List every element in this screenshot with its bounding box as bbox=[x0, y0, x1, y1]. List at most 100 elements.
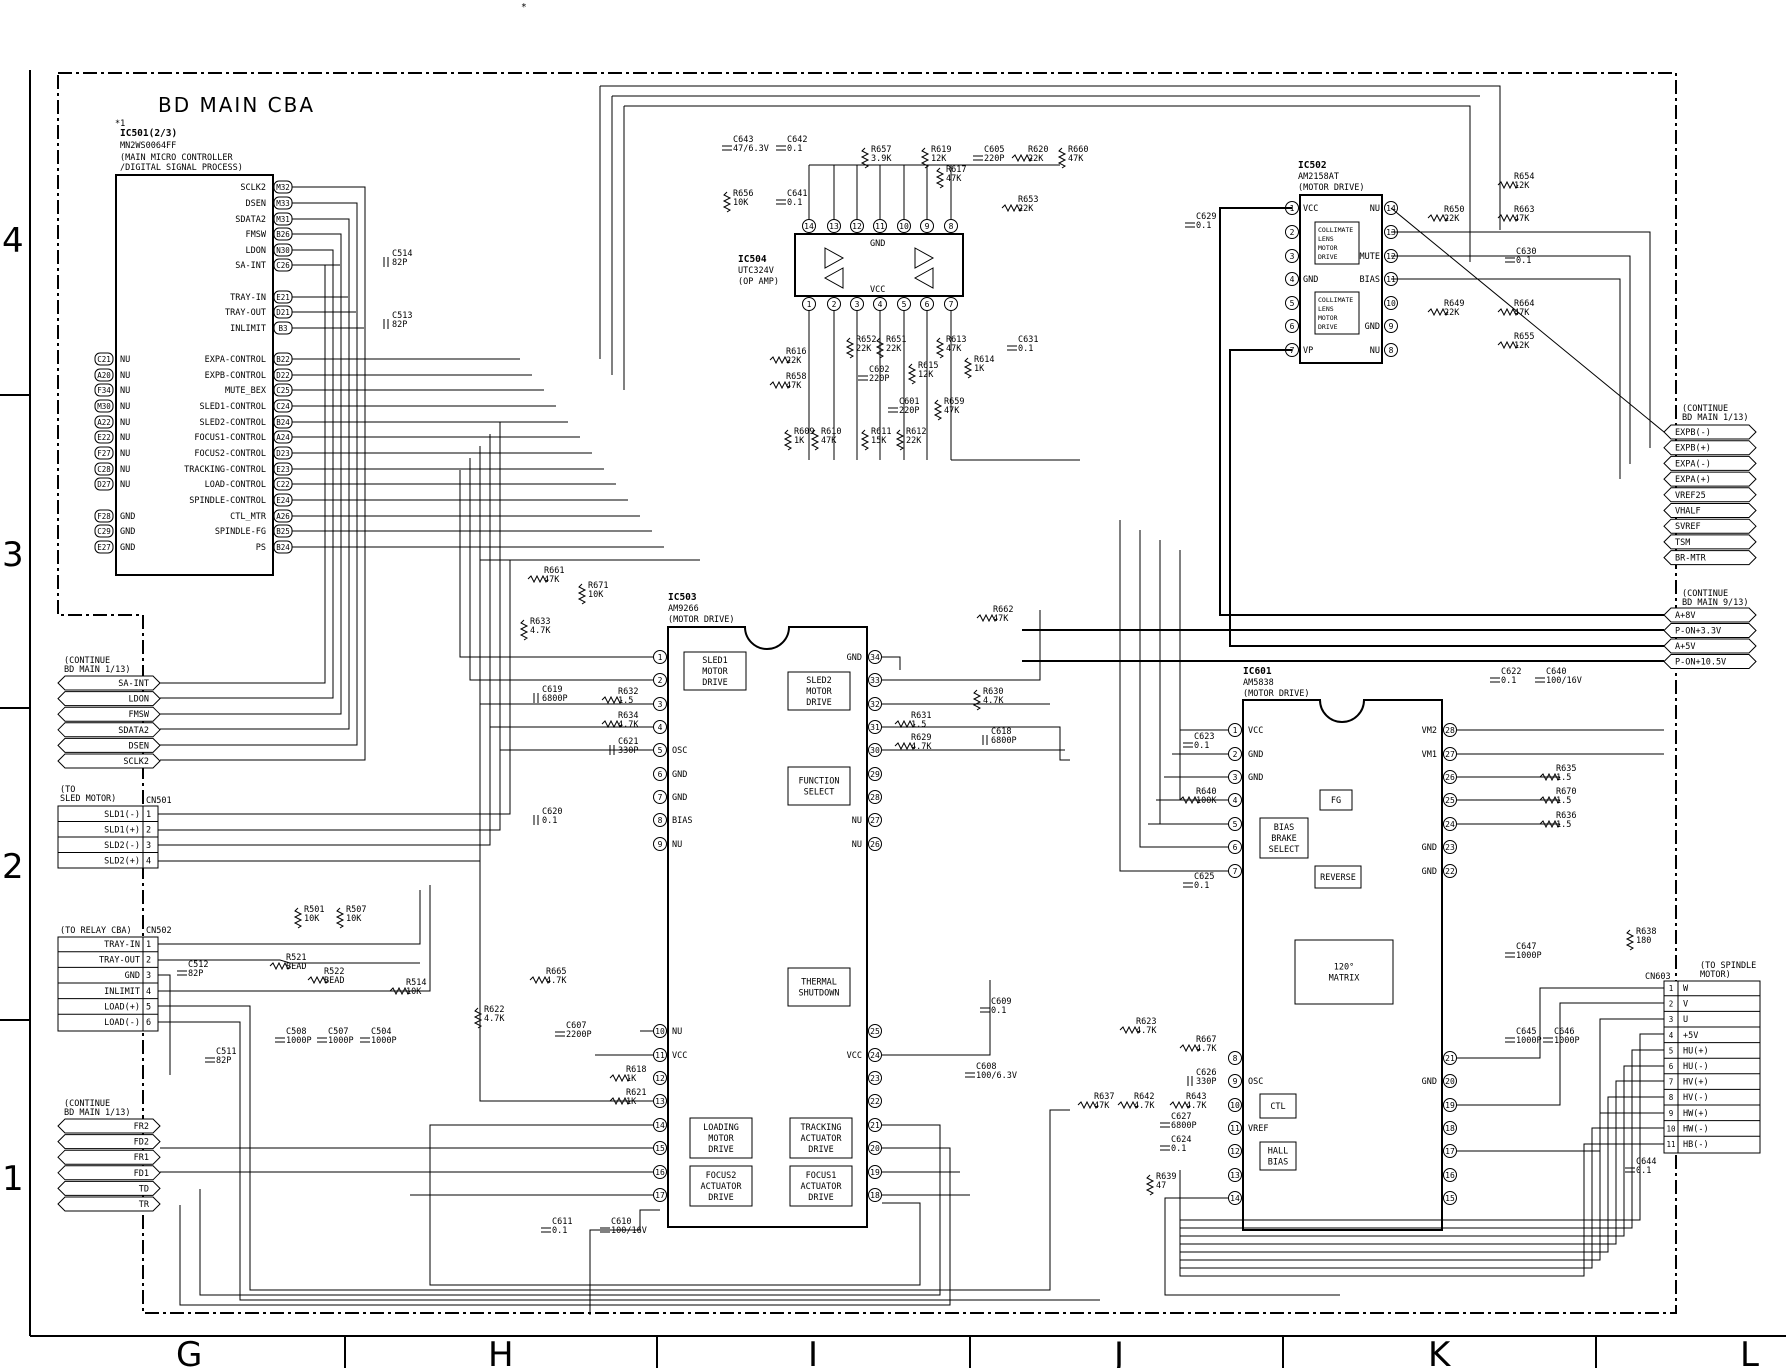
ic501-body bbox=[115, 174, 274, 576]
component-value: 47K bbox=[1514, 214, 1530, 224]
component-value: 47/6.3V bbox=[733, 144, 769, 154]
svg-text:HALL: HALL bbox=[1268, 1147, 1288, 1157]
component-value: 12K bbox=[1514, 181, 1530, 191]
ic601-pin-23 bbox=[1443, 840, 1457, 854]
component-value: 10K bbox=[304, 914, 320, 924]
ic601-pin-11-num: 11 bbox=[1230, 1124, 1240, 1133]
signal-fr1-label: FR1 bbox=[134, 1153, 149, 1163]
continue-title: (CONTINUE bbox=[64, 656, 110, 666]
component-ref: C640 bbox=[1546, 667, 1566, 677]
signal-fd1-label: FD1 bbox=[134, 1169, 149, 1179]
cn603-pin: 10 bbox=[1666, 1124, 1676, 1133]
component-ref: C609 bbox=[991, 997, 1011, 1007]
ic504-pin-6-num: 6 bbox=[925, 300, 930, 309]
cn603-signal: HV(+) bbox=[1683, 1078, 1709, 1088]
col-label-j: J bbox=[1112, 1335, 1124, 1368]
component-value: 22K bbox=[1028, 154, 1044, 164]
ic601-pin-25 bbox=[1443, 793, 1457, 807]
signal-br-mtr-label: BR-MTR bbox=[1675, 554, 1707, 564]
ic501-pin-sdata2: SDATA2 bbox=[235, 215, 266, 225]
ic503-pin-name: NU bbox=[852, 840, 862, 850]
component-value: 3.9K bbox=[871, 154, 892, 164]
ic601-pin-25-num: 25 bbox=[1445, 796, 1455, 805]
component-ref: C626 bbox=[1196, 1068, 1216, 1078]
ic501-gnd-pin-c29-num: C29 bbox=[97, 527, 111, 536]
ic503-pin-28 bbox=[868, 790, 882, 804]
ic503-pin-4 bbox=[653, 720, 667, 734]
col-ticks bbox=[344, 1336, 1597, 1368]
row-label-2: 2 bbox=[2, 847, 24, 887]
ic601-pin-24-num: 24 bbox=[1445, 820, 1455, 829]
signal-fd1 bbox=[57, 1165, 161, 1181]
component-value: 47K bbox=[946, 174, 962, 184]
ic501-left-pin-name: NU bbox=[120, 386, 130, 396]
component-ref: R629 bbox=[911, 733, 931, 743]
ic501-gnd-pin-e27-num: E27 bbox=[97, 543, 111, 552]
ic502-pin-5-num: 5 bbox=[1290, 299, 1295, 308]
component-ref: C627 bbox=[1171, 1112, 1191, 1122]
signal-p-on+3.3v bbox=[1663, 623, 1757, 638]
component-value: 0.1 bbox=[1636, 1166, 1651, 1176]
component-ref: C625 bbox=[1194, 872, 1214, 882]
svg-text:SLED2: SLED2 bbox=[806, 676, 832, 686]
board-title: BD MAIN CBA bbox=[158, 93, 315, 117]
svg-text:MOTOR: MOTOR bbox=[1318, 244, 1338, 252]
ic601-pin-name: VM1 bbox=[1422, 750, 1437, 760]
component-ref: C611 bbox=[552, 1217, 572, 1227]
ic503-pin-19-num: 19 bbox=[870, 1168, 880, 1177]
signal-sclk2 bbox=[57, 753, 161, 769]
component-ref: C507 bbox=[328, 1027, 348, 1037]
ic504-body bbox=[794, 233, 964, 297]
ic503-pin-4-num: 4 bbox=[658, 723, 663, 732]
ic502-collimate-block-2: COLLIMATE LENS MOTOR DRIVE bbox=[1314, 291, 1360, 335]
component-ref: C647 bbox=[1516, 942, 1536, 952]
ic502-pin-6 bbox=[1285, 319, 1299, 333]
svg-text:FOCUS2: FOCUS2 bbox=[706, 1171, 737, 1181]
cn603-signal: HU(+) bbox=[1683, 1046, 1709, 1056]
ic601-pin-26-num: 26 bbox=[1445, 773, 1455, 782]
component-ref: R649 bbox=[1444, 299, 1464, 309]
ic601-pin-name: GND bbox=[1422, 867, 1437, 877]
relay-title: (TO RELAY CBA) bbox=[60, 926, 132, 936]
component-ref: C631 bbox=[1018, 335, 1038, 345]
component-value: 82P bbox=[216, 1056, 231, 1066]
component-ref: C602 bbox=[869, 365, 889, 375]
component-ref: R619 bbox=[931, 145, 951, 155]
cn603-signal: V bbox=[1683, 1000, 1688, 1010]
ic601-block-ctl: CTL bbox=[1259, 1093, 1297, 1119]
ic503-pin-18 bbox=[868, 1188, 882, 1202]
component-value: 15K bbox=[871, 436, 887, 446]
ic503-pin-14-num: 14 bbox=[655, 1121, 665, 1130]
ic501-pin-mute_bex: MUTE_BEX bbox=[225, 386, 267, 396]
component-value: 4.7K bbox=[484, 1014, 505, 1024]
component-ref: R616 bbox=[786, 347, 806, 357]
ic501-pin-load-control: LOAD-CONTROL bbox=[205, 480, 266, 490]
ic601-blocks: FGBIASBRAKESELECTREVERSE120°MATRIXCTLHAL… bbox=[1259, 789, 1394, 1171]
component-ref: C646 bbox=[1554, 1027, 1574, 1037]
ic504-pin-3 bbox=[850, 297, 864, 311]
component-ref: R643 bbox=[1186, 1092, 1206, 1102]
ic601-pin-13 bbox=[1228, 1168, 1242, 1182]
ic501-left-pin-f34-num: F34 bbox=[97, 386, 111, 395]
cn603-pin: 5 bbox=[1669, 1046, 1674, 1055]
ic501-pin-id-c24-num: C24 bbox=[276, 402, 290, 411]
ic601-pin-17 bbox=[1443, 1144, 1457, 1158]
ic503-pin-21-num: 21 bbox=[870, 1121, 880, 1130]
ic501-pin-id-a26-num: A26 bbox=[276, 512, 290, 521]
signal-fr1 bbox=[57, 1149, 161, 1165]
ic503-pin-17 bbox=[653, 1188, 667, 1202]
component-value: 82P bbox=[392, 258, 407, 268]
component-ref: R661 bbox=[544, 566, 564, 576]
row-label-4: 4 bbox=[2, 221, 24, 261]
ic504-pin-11-num: 11 bbox=[875, 222, 885, 231]
